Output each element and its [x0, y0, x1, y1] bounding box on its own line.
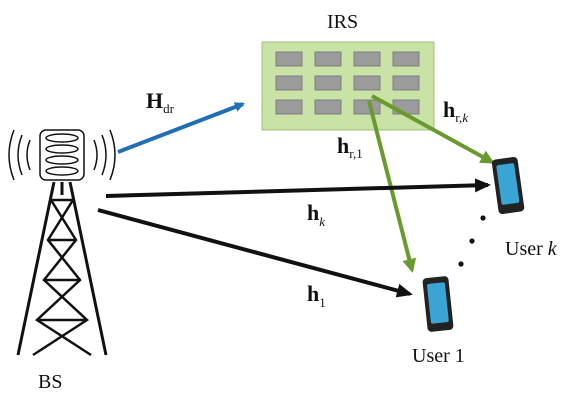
h-rk-label: hr,k [443, 97, 468, 125]
h-r1-label: hr,1 [337, 133, 363, 161]
user-k-label: User k [505, 238, 558, 260]
h-1-arrow [97, 208, 413, 298]
bs-tower-icon [8, 129, 116, 357]
h-dr-label: Hdr [146, 88, 175, 116]
phone-icon [422, 276, 454, 332]
ellipsis-dots [458, 215, 486, 267]
h-rk-arrow [371, 94, 495, 164]
bs-label: BS [38, 371, 62, 393]
irs-label: IRS [327, 11, 358, 33]
irs-panel-icon [261, 41, 435, 131]
h-k-arrow [105, 178, 491, 198]
phone-icon [491, 156, 525, 215]
h-r1-arrow [367, 100, 417, 273]
h-k-label: hk [307, 200, 325, 229]
h-dr-arrow [117, 102, 245, 154]
user-1-label: User 1 [412, 345, 465, 367]
h-1-label: h1 [307, 281, 326, 310]
